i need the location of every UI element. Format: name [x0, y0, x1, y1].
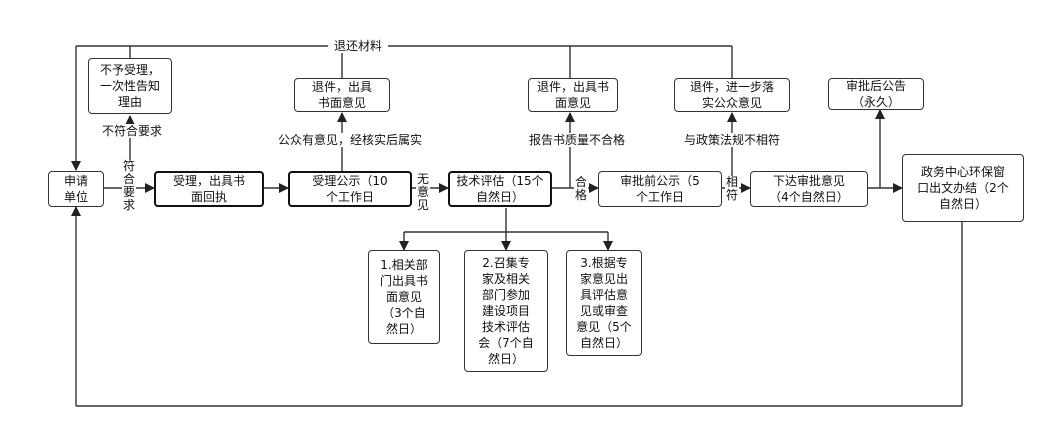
return-1-node: 退件，出具 书面意见 — [294, 78, 390, 112]
label-no-opinion: 无 意 见 — [416, 172, 430, 212]
label-not-meet: 不符合要求 — [96, 124, 168, 138]
return-3-node: 退件，进一步落 实公众意见 — [674, 78, 790, 112]
tech-eval-node: 技术评估（15个 自然日） — [448, 171, 552, 207]
sub-step-2: 2.召集专 家及相关 部门参加 建设项目 技术评估 会（7个自 然日） — [464, 250, 548, 372]
reject-once-node: 不予受理， 一次性告知 理由 — [88, 58, 172, 114]
label-qualified: 合 格 — [574, 175, 588, 202]
applicant-node: 申请 单位 — [48, 171, 104, 207]
accept-publicity-node: 受理公示（10 个工作日 — [288, 171, 412, 207]
sub-step-1: 1.相关部 门出具书 面意见 （3个自 然日） — [368, 250, 440, 344]
post-announce-node: 审批后公告 （永久） — [828, 78, 924, 110]
label-report-fail: 报告书质量不合格 — [522, 133, 632, 147]
label-consistent: 相 符 — [725, 175, 739, 202]
label-meet: 符 合 要 求 — [122, 159, 136, 212]
return-2-node: 退件，出具书 面意见 — [528, 78, 618, 112]
issue-opinion-node: 下达审批意见 （4个自然日） — [750, 171, 868, 207]
label-policy-mismatch: 与政策法规不相符 — [674, 133, 790, 147]
gov-center-node: 政务中心环保窗 口出文办结（2个 自然日） — [902, 154, 1024, 222]
label-return-materials: 退还材料 — [328, 39, 388, 53]
accept-node: 受理，出具书 面回执 — [154, 171, 264, 207]
sub-step-3: 3.根据专 家意见出 具评估意 见或审查 意见（5个 自然日） — [566, 250, 642, 356]
pre-approval-publicity-node: 审批前公示（5 个工作日 — [598, 171, 722, 207]
label-public-opinion: 公众有意见，经核实后属实 — [264, 133, 436, 147]
